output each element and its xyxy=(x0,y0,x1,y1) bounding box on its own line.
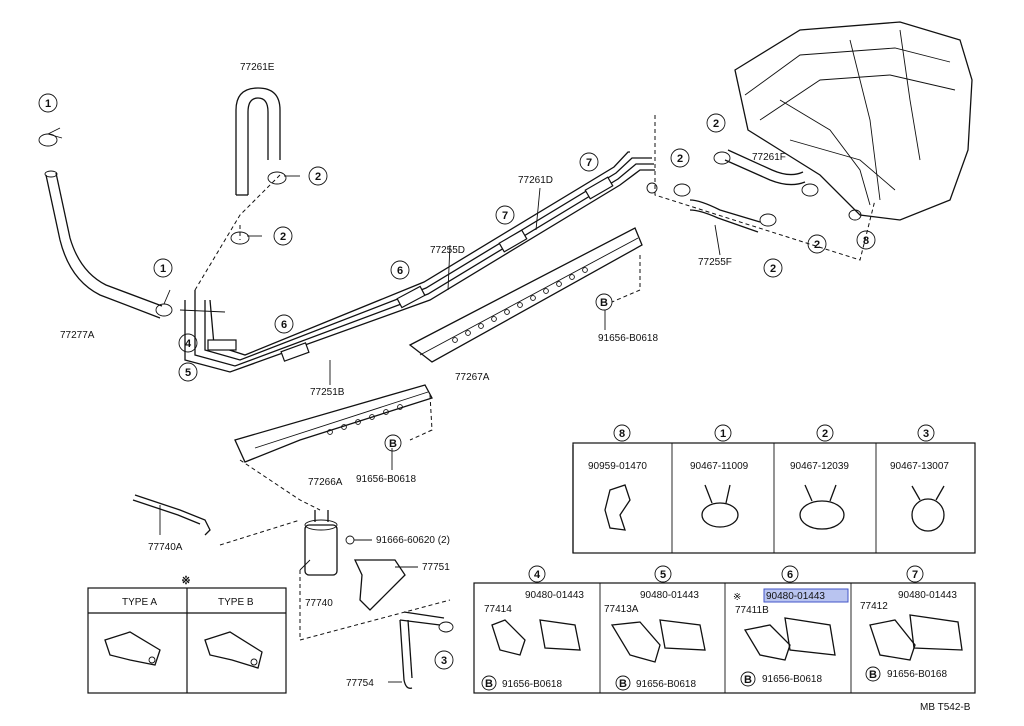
label-77266a: 77266A xyxy=(308,477,343,488)
clip-col-1-head: 1 xyxy=(720,428,726,440)
label-77261e: 77261E xyxy=(240,62,275,73)
bottom-col-5-head: 5 xyxy=(660,569,666,581)
label-91656-mid: 91656-B0618 xyxy=(356,474,416,485)
label-77751: 77751 xyxy=(422,562,450,573)
clip-col-8-part: 90959-01470 xyxy=(588,461,647,472)
bottom-col-6-b: B xyxy=(744,674,752,686)
bracket-77266a-holes xyxy=(327,404,403,435)
bottom-table: 4 5 6 7 90480-01443 77414 B 91656-B0618 … xyxy=(473,565,976,694)
callout-7a: 7 xyxy=(502,210,508,222)
callout-2e: 2 xyxy=(814,239,820,251)
callout-6a: 6 xyxy=(281,319,287,331)
callout-6b: 6 xyxy=(397,265,403,277)
bottom-col-6-mark: ※ xyxy=(733,592,741,603)
fuel-tubes xyxy=(179,151,655,373)
callout-3: 3 xyxy=(441,655,447,667)
bottom-col-5-part: 90480-01443 xyxy=(640,590,699,601)
part-77740a xyxy=(132,494,211,536)
label-77277a: 77277A xyxy=(60,330,95,341)
bottom-col-6-part: 90480-01443 xyxy=(766,591,825,602)
bottom-col-5-bolt: 91656-B0618 xyxy=(636,679,696,690)
type-a-label: TYPE A xyxy=(122,597,157,608)
bottom-col-7-part: 90480-01443 xyxy=(898,590,957,601)
label-77754: 77754 xyxy=(346,678,374,689)
clip-col-8-head: 8 xyxy=(619,428,625,440)
callout-2d: 2 xyxy=(677,153,683,165)
bracket-77267a-holes xyxy=(452,267,588,343)
bottom-col-4-head: 4 xyxy=(534,569,541,581)
bottom-col-7-sub: 77412 xyxy=(860,601,888,612)
hose-77261f xyxy=(724,149,806,186)
bracket-77267a xyxy=(408,227,643,363)
callout-5: 5 xyxy=(185,367,191,379)
label-77251b: 77251B xyxy=(310,387,345,398)
clips-left xyxy=(38,127,300,317)
label-77261f: 77261F xyxy=(752,152,786,163)
bottom-col-7-head: 7 xyxy=(912,569,918,581)
bottom-col-5-sub: 77413A xyxy=(604,604,639,615)
bolt-91666 xyxy=(345,535,372,545)
part-77740 xyxy=(299,510,338,576)
bottom-col-4-b: B xyxy=(485,678,493,690)
callout-b-top: B xyxy=(600,297,608,309)
bottom-col-6-bolt: 91656-B0618 xyxy=(762,674,822,685)
label-77267a: 77267A xyxy=(455,372,490,383)
clip-col-2-head: 2 xyxy=(822,428,828,440)
bracket-77266a xyxy=(234,384,433,463)
part-77754 xyxy=(388,611,454,689)
callout-2a: 2 xyxy=(315,171,321,183)
label-77740: 77740 xyxy=(305,598,333,609)
bottom-col-4-part: 90480-01443 xyxy=(525,590,584,601)
clip-col-3-head: 3 xyxy=(923,428,929,440)
callout-2f: 2 xyxy=(770,263,776,275)
clip-col-3-part: 90467-13007 xyxy=(890,461,949,472)
tank-clips xyxy=(646,151,862,227)
callout-2b: 2 xyxy=(280,231,286,243)
hose-77255f xyxy=(689,199,761,233)
bottom-col-7-bolt: 91656-B0168 xyxy=(887,669,947,680)
hose-77277a xyxy=(44,170,163,319)
type-b-label: TYPE B xyxy=(218,597,254,608)
bottom-col-4-sub: 77414 xyxy=(484,604,512,615)
part-77751 xyxy=(353,559,418,611)
label-77740a: 77740A xyxy=(148,542,183,553)
callout-4: 4 xyxy=(185,338,192,350)
label-77255f: 77255F xyxy=(698,257,732,268)
label-77261d: 77261D xyxy=(518,175,553,186)
bottom-col-6-head: 6 xyxy=(787,569,793,581)
clip-col-1-part: 90467-11009 xyxy=(690,461,749,472)
callout-b-mid: B xyxy=(389,438,397,450)
bottom-col-5-b: B xyxy=(619,678,627,690)
callout-8: 8 xyxy=(863,235,869,247)
callout-circles: 1 1 2 2 2 2 2 2 3 4 5 6 6 7 7 8 B B xyxy=(38,93,876,670)
diagram-code: MB T542-B xyxy=(920,702,971,713)
bottom-col-4-bolt: 91656-B0618 xyxy=(502,679,562,690)
callout-1b: 1 xyxy=(160,263,166,275)
label-77255d: 77255D xyxy=(430,245,465,256)
clip-table: 8 1 2 3 90959-01470 90467-11009 90467-12… xyxy=(572,424,976,554)
dashed-leaders xyxy=(194,115,876,641)
callout-7b: 7 xyxy=(586,157,592,169)
tube-tape-bands xyxy=(207,176,614,362)
label-91666: 91666-60620 (2) xyxy=(376,535,450,546)
type-box: ※ TYPE A TYPE B xyxy=(87,575,287,694)
type-box-mark: ※ xyxy=(181,575,190,587)
callout-2c: 2 xyxy=(713,118,719,130)
label-91656-top: 91656-B0618 xyxy=(598,333,658,344)
clip-col-2-part: 90467-12039 xyxy=(790,461,849,472)
fuel-tank xyxy=(734,21,973,221)
bottom-col-6-sub: 77411B xyxy=(735,605,769,616)
bottom-col-7-b: B xyxy=(869,669,877,681)
hose-77261e xyxy=(235,87,281,196)
callout-1a: 1 xyxy=(45,98,51,110)
